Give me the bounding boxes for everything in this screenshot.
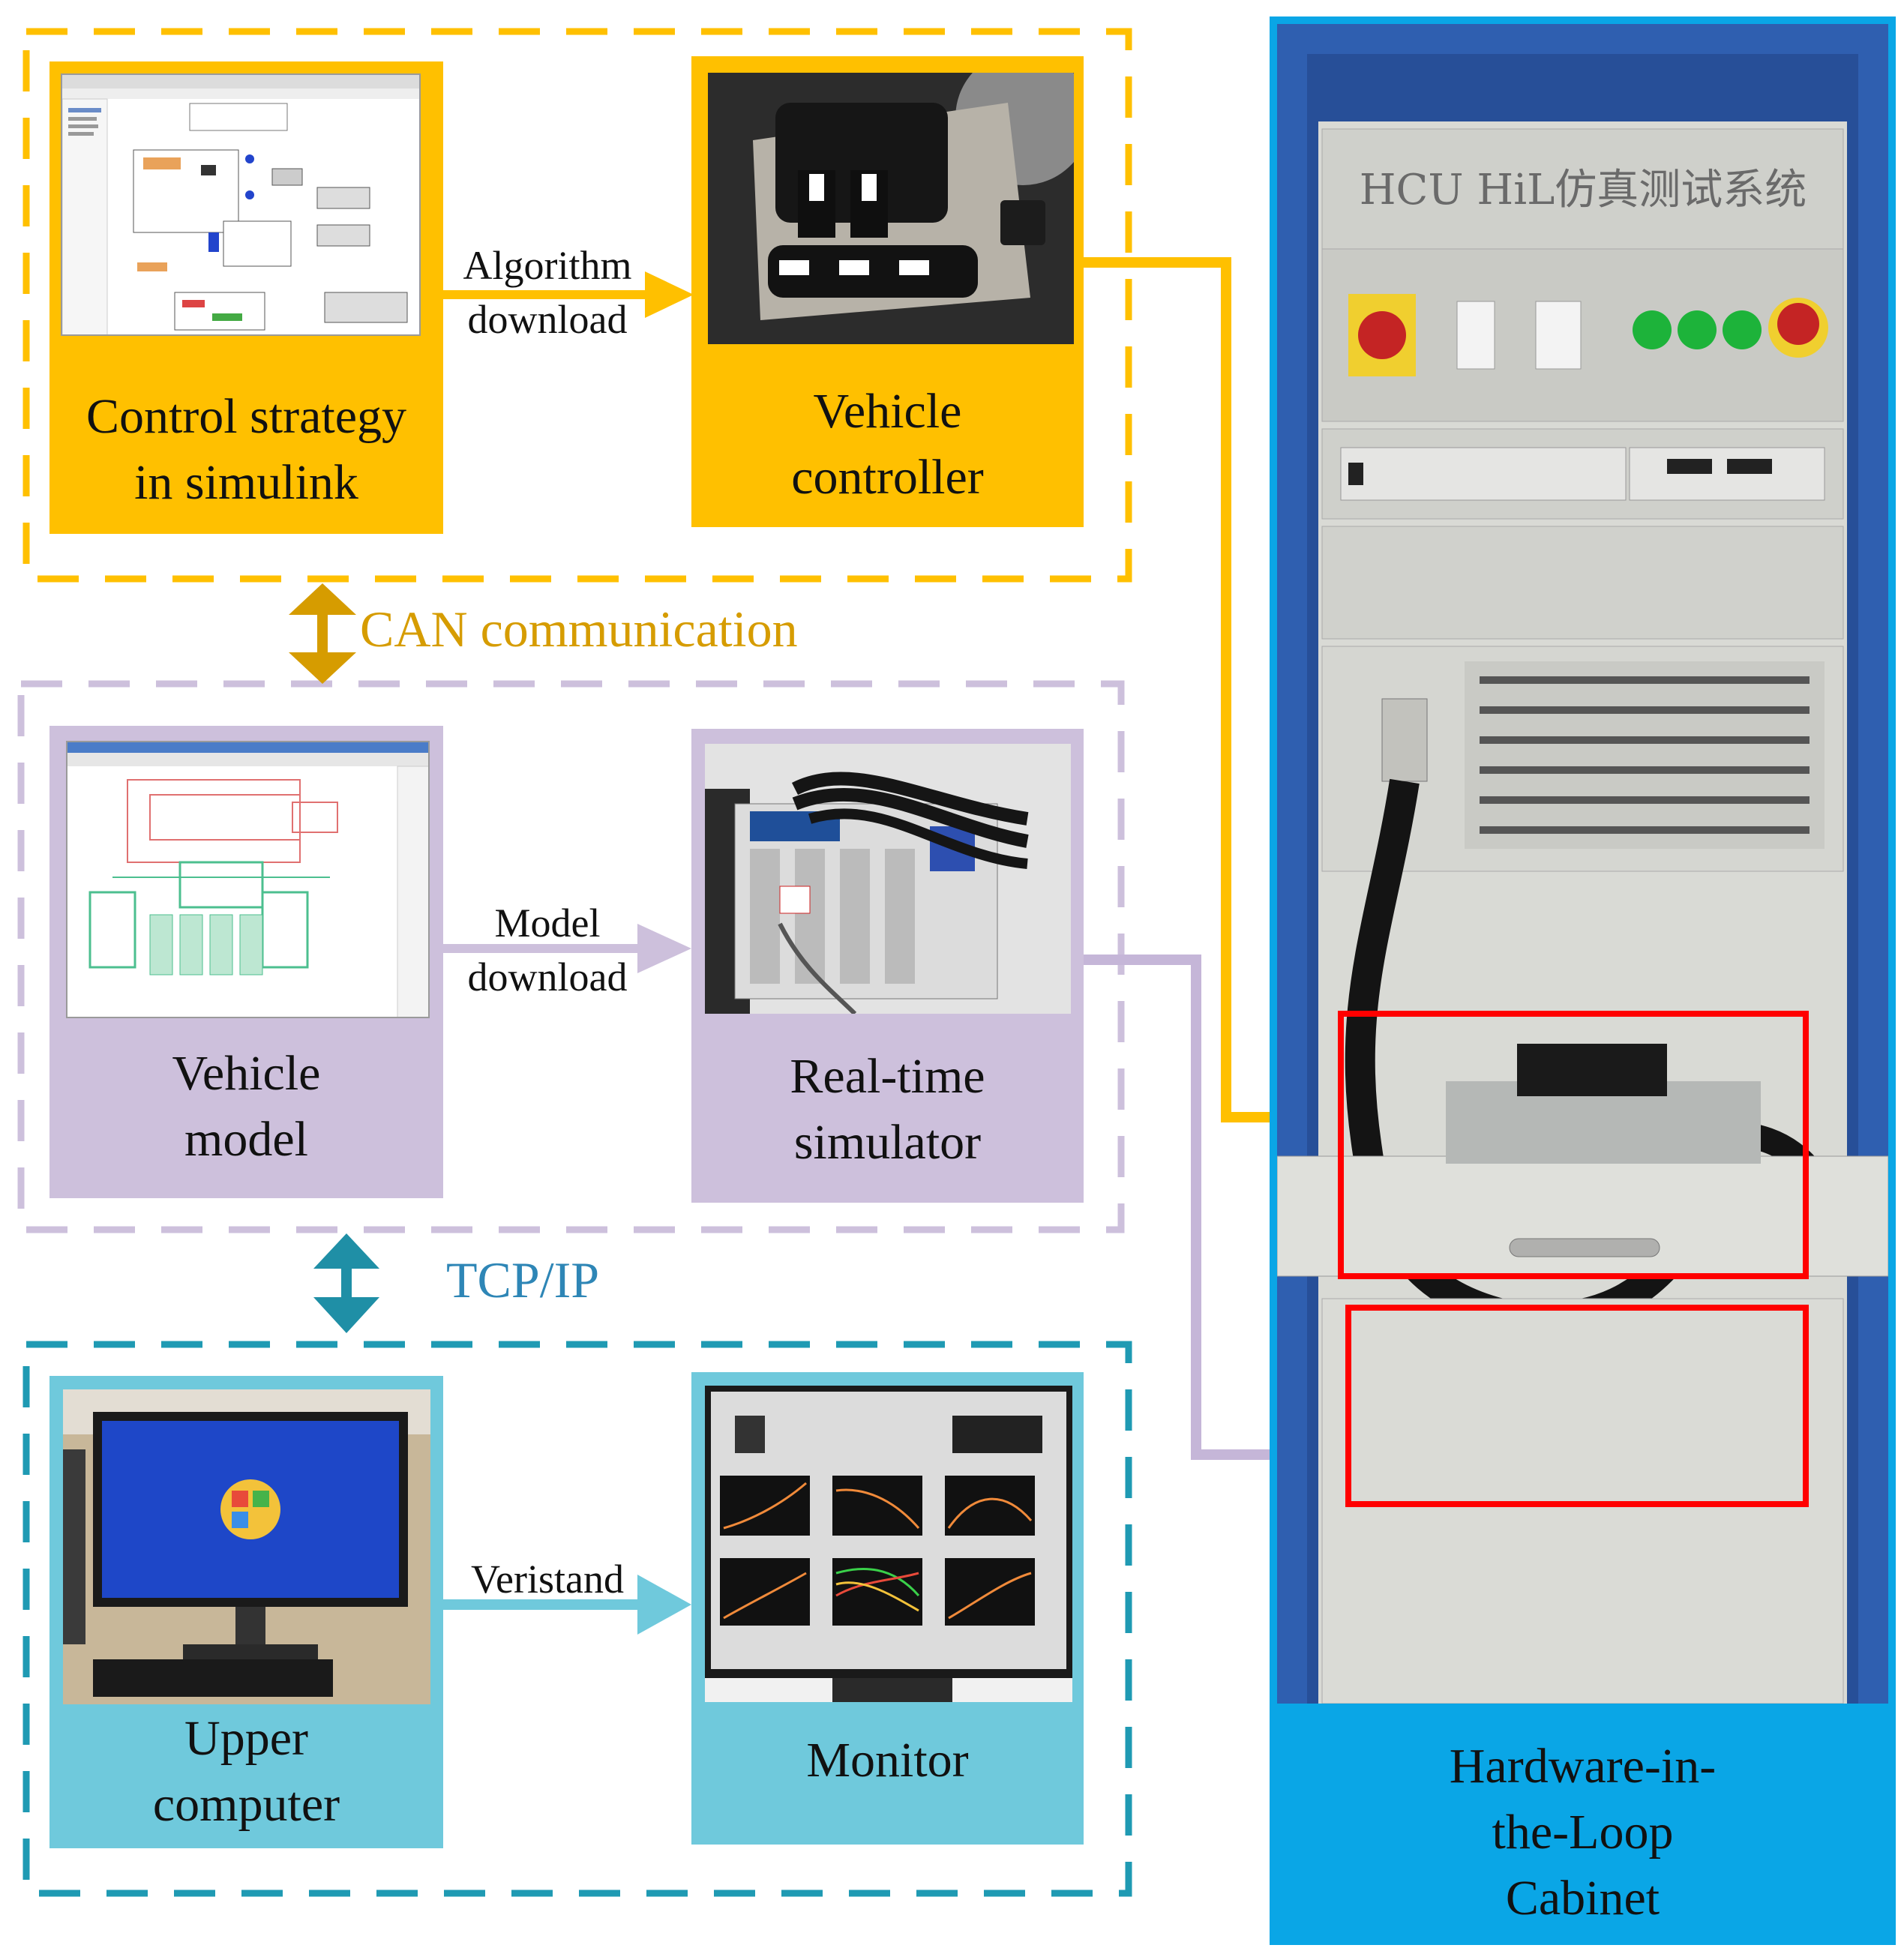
- computer-photo: [63, 1389, 430, 1704]
- tcp-arrow-up: [313, 1233, 379, 1269]
- veristand-arrowhead: [637, 1575, 691, 1635]
- model-screenshot: [66, 741, 430, 1018]
- realtime-simulator-block: Real-time simulator: [691, 729, 1084, 1203]
- hil-cabinet-block: HCU HiL仿真测试系统: [1270, 16, 1896, 1945]
- vehicle-model-block: Vehicle model: [49, 726, 443, 1198]
- vehicle-controller-caption: Vehicle controller: [791, 384, 984, 505]
- control-strategy-caption: Control strategy in simulink: [85, 389, 407, 510]
- realtime-simulator-caption: Real-time simulator: [790, 1049, 985, 1170]
- tcp-arrow-down: [313, 1297, 379, 1333]
- simulator-photo: [705, 744, 1071, 1014]
- controller-group-border: [22, 28, 1132, 583]
- upper-computer-block: Upper computer: [49, 1376, 443, 1848]
- control-strategy-block: Control strategy in simulink: [49, 61, 443, 534]
- simulink-screenshot: [61, 73, 421, 336]
- vehicle-controller-block: Vehicle controller: [691, 56, 1084, 527]
- cabinet-panel-title: HCU HiL仿真测试系统: [1360, 166, 1807, 214]
- algorithm-download-arrowhead: [645, 271, 694, 318]
- upper-computer-caption: Upper computer: [152, 1711, 340, 1832]
- monitor-photo: [705, 1386, 1072, 1702]
- algorithm-download-label: Algorithm download: [463, 243, 632, 342]
- vehicle-model-caption: Vehicle model: [172, 1046, 321, 1167]
- monitor-block: Monitor: [691, 1372, 1084, 1845]
- hil-cabinet-caption: Hardware-in- the-Loop Cabinet: [1449, 1739, 1717, 1926]
- monitor-caption: Monitor: [806, 1733, 969, 1788]
- model-download-arrowhead: [637, 924, 691, 973]
- model-download-label: Model download: [467, 901, 628, 999]
- simulator-mount-highlight: [1345, 1305, 1809, 1507]
- veristand-label: Veristand: [471, 1557, 624, 1602]
- can-arrow-up: [289, 583, 356, 615]
- host-group-border: [22, 1341, 1132, 1897]
- cabinet-photo: HCU HiL仿真测试系统: [1277, 24, 1888, 1704]
- can-arrow-down: [289, 652, 356, 684]
- controller-mount-highlight: [1338, 1011, 1809, 1279]
- tcp-ip-label: TCP/IP: [446, 1251, 600, 1308]
- controller-photo: [708, 73, 1074, 344]
- can-communication-label: CAN communication: [360, 601, 798, 658]
